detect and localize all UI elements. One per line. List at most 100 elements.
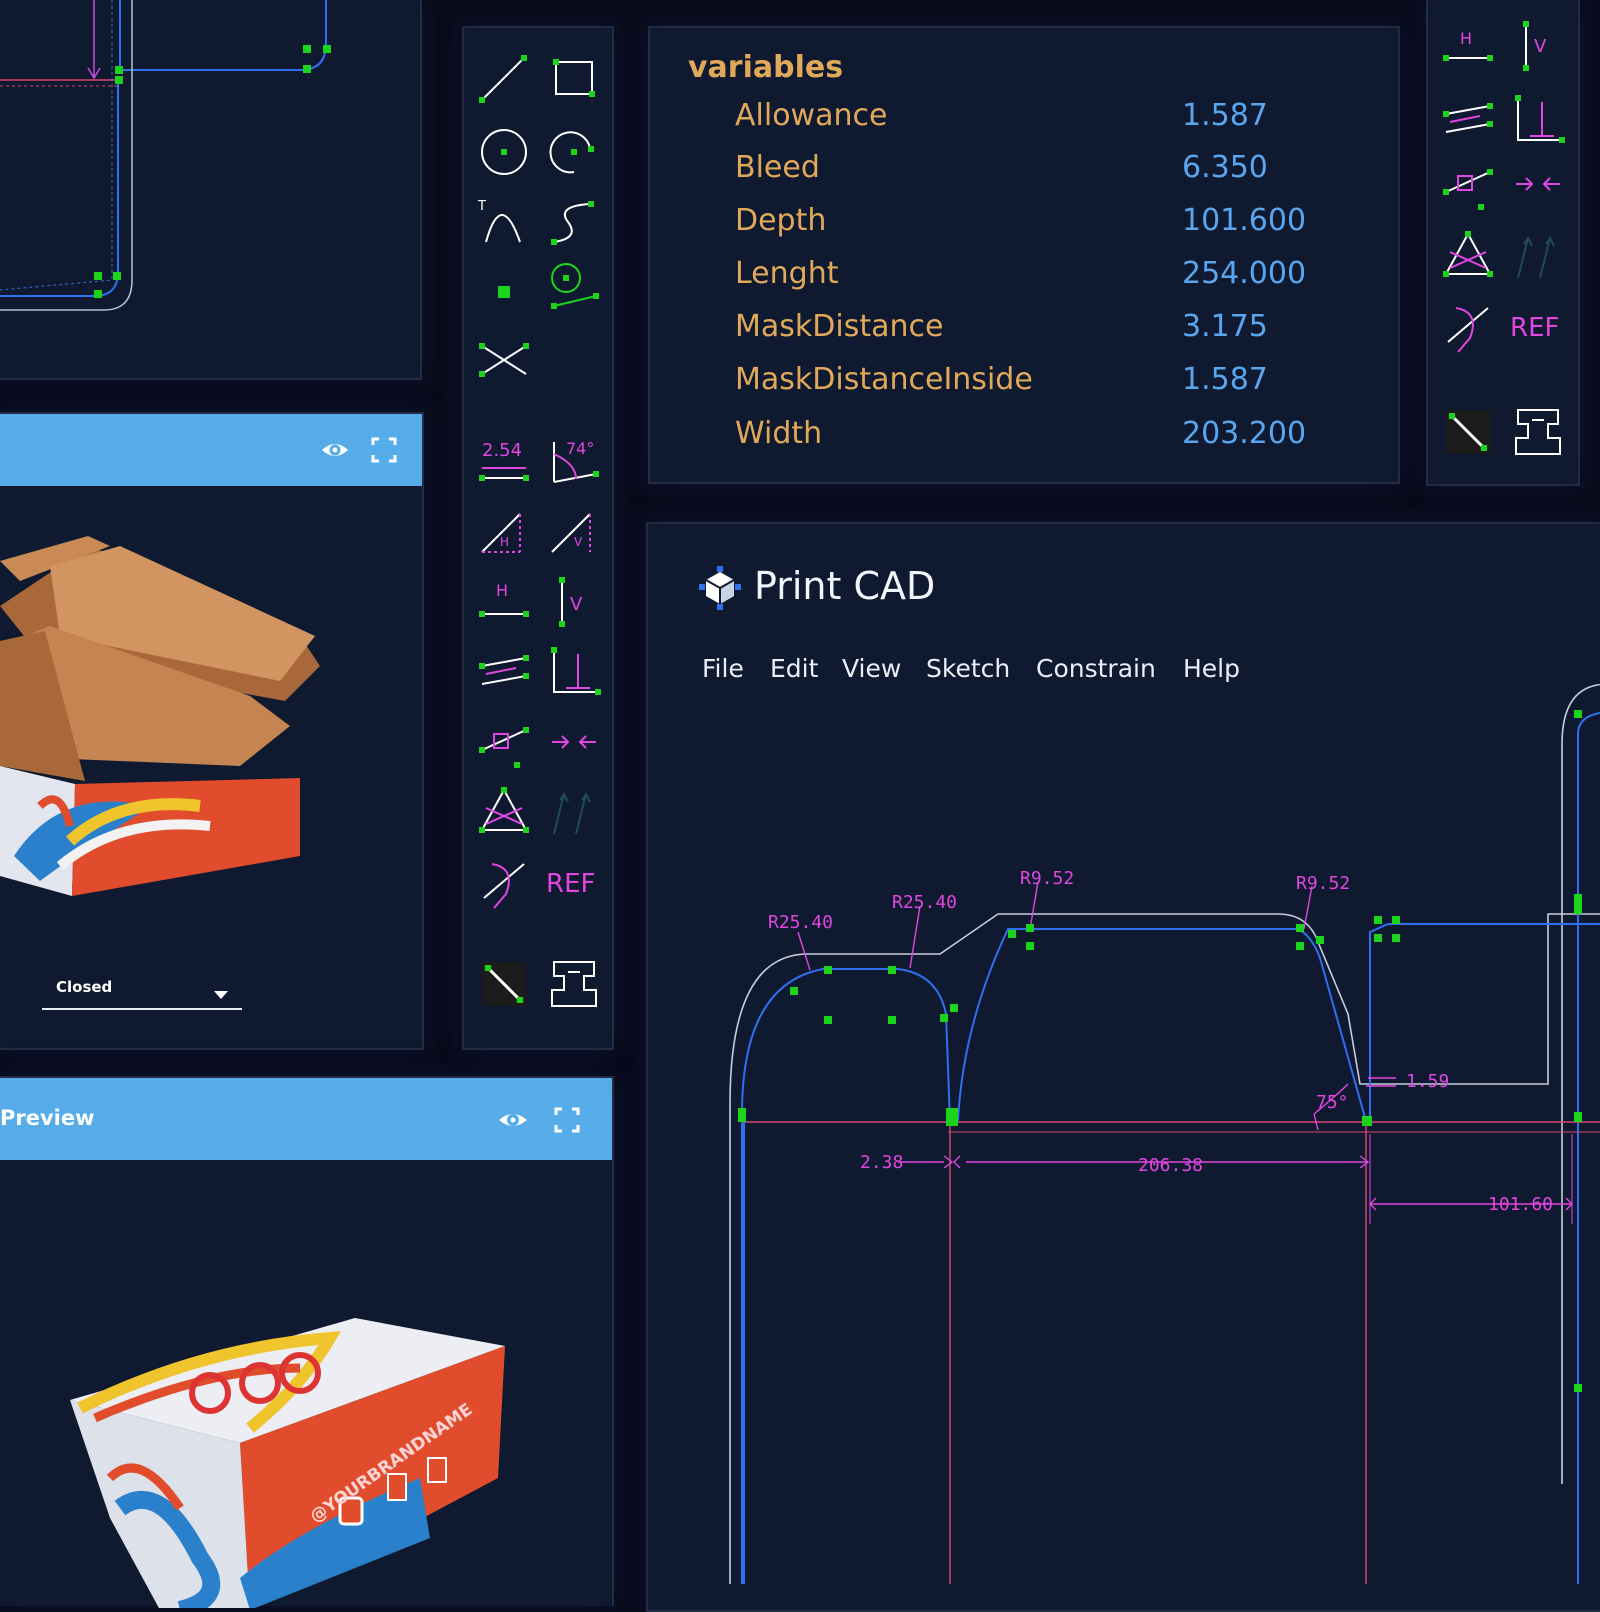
tangent-tool-icon[interactable]: [546, 260, 602, 316]
equal-constraint-icon[interactable]: [546, 784, 602, 840]
variable-value[interactable]: 254.000: [1182, 256, 1307, 291]
length-constraint-label: 2.54: [482, 440, 522, 461]
trim-tool-icon[interactable]: [476, 332, 532, 388]
menu-view[interactable]: View: [842, 654, 902, 683]
perpendicular-constraint-icon[interactable]: [546, 644, 602, 700]
sketch-canvas[interactable]: R25.40 R25.40 R9.52 R9.52 2.38 206.38 10…: [648, 684, 1600, 1584]
rectangle-tool-icon[interactable]: [546, 52, 602, 108]
construction-toggle-icon[interactable]: [1440, 404, 1496, 460]
length-constraint-icon[interactable]: 2.54: [476, 434, 532, 490]
variable-value[interactable]: 1.587: [1182, 362, 1268, 397]
conic-tool-label: T: [477, 199, 486, 214]
dimension-label: 1.59: [1406, 1071, 1449, 1092]
print-cad-window: Print CAD File Edit View Sketch Constrai…: [646, 522, 1600, 1612]
coincident-constraint-icon[interactable]: [1510, 156, 1566, 212]
vertical-constraint-icon[interactable]: V: [1510, 18, 1566, 74]
point-tool-icon[interactable]: [476, 264, 532, 320]
block-constraint-icon[interactable]: [476, 854, 532, 910]
dimension-label: 2.38: [860, 1152, 903, 1173]
horizontal-constraint-icon[interactable]: H: [476, 574, 532, 630]
dimension-label: R25.40: [892, 892, 957, 913]
variable-name: Lenght: [735, 256, 839, 291]
horizontal-distance-label: H: [500, 535, 509, 549]
conic-tool-icon[interactable]: T: [476, 194, 532, 250]
horizontal-constraint-label: H: [496, 581, 508, 600]
line-tool-icon[interactable]: [476, 52, 532, 108]
sketch-toolbar: T 2.54 74° H V H V: [462, 26, 614, 1050]
variable-name: MaskDistanceInside: [735, 362, 1033, 397]
fullscreen-icon[interactable]: [553, 1106, 581, 1134]
coincident-constraint-icon[interactable]: [546, 714, 602, 770]
fillet-tool-icon[interactable]: [1510, 404, 1566, 460]
equal-constraint-icon[interactable]: [1510, 228, 1566, 284]
dimension-label: 75°: [1316, 1092, 1349, 1113]
variable-value[interactable]: 1.587: [1182, 98, 1268, 133]
preview-title: Preview: [0, 1106, 95, 1130]
construction-toggle-icon[interactable]: [476, 956, 532, 1012]
symmetric-constraint-icon[interactable]: [1440, 228, 1496, 284]
perpendicular-constraint-icon[interactable]: [1510, 92, 1566, 148]
angle-constraint-label: 74°: [566, 439, 594, 458]
menu-constrain[interactable]: Constrain: [1036, 654, 1156, 683]
variable-value[interactable]: 3.175: [1182, 309, 1268, 344]
vertical-constraint-label: V: [570, 594, 583, 615]
variable-name: Bleed: [735, 150, 820, 185]
spline-tool-icon[interactable]: [546, 194, 602, 250]
reference-toggle[interactable]: REF: [1510, 298, 1566, 354]
preview-panel-top: Closed: [0, 412, 424, 1050]
midpoint-constraint-icon[interactable]: [476, 714, 532, 770]
parallel-constraint-icon[interactable]: [476, 644, 532, 700]
symmetric-constraint-icon[interactable]: [476, 784, 532, 840]
horizontal-constraint-icon[interactable]: H: [1440, 22, 1496, 78]
variables-panel: variables Allowance 1.587 Bleed 6.350 De…: [648, 26, 1400, 484]
constraint-toolbar-right: H V REF: [1426, 0, 1580, 486]
eye-icon[interactable]: [497, 1106, 529, 1134]
horizontal-constraint-label: H: [1460, 29, 1472, 48]
vertical-constraint-icon[interactable]: V: [546, 574, 602, 630]
variable-name: Allowance: [735, 98, 888, 133]
sketch-top-left-canvas: [0, 0, 331, 311]
dimension-label: R9.52: [1020, 868, 1074, 889]
dimension-label: 101.60: [1488, 1194, 1553, 1215]
angle-constraint-icon[interactable]: 74°: [546, 434, 602, 490]
variable-value[interactable]: 6.350: [1182, 150, 1268, 185]
reference-label: REF: [1510, 313, 1559, 343]
reference-label: REF: [546, 869, 595, 899]
menu-sketch[interactable]: Sketch: [926, 654, 1011, 683]
app-title: Print CAD: [754, 564, 936, 608]
fillet-tool-icon[interactable]: [546, 956, 602, 1012]
variable-name: Depth: [735, 203, 827, 238]
dimension-label: R25.40: [768, 912, 833, 933]
fullscreen-icon[interactable]: [370, 436, 398, 464]
dimension-label: R9.52: [1296, 873, 1350, 894]
menu-help[interactable]: Help: [1183, 654, 1240, 683]
sketch-view-top-left[interactable]: [0, 0, 422, 380]
preview-panel-bottom: Preview @YOURBRANDNAME: [0, 1076, 614, 1608]
midpoint-constraint-icon[interactable]: [1440, 156, 1496, 212]
parallel-constraint-icon[interactable]: [1440, 92, 1496, 148]
preview-top-header: [0, 414, 422, 486]
menu-file[interactable]: File: [702, 654, 744, 683]
arc-tool-icon[interactable]: [546, 124, 602, 180]
print-cad-logo-icon: [698, 566, 742, 610]
variable-name: Width: [735, 416, 823, 451]
vertical-distance-label: V: [574, 535, 583, 549]
variables-title: variables: [688, 50, 844, 85]
variable-value[interactable]: 203.200: [1182, 416, 1307, 451]
box-state-value: Closed: [56, 978, 113, 996]
preview-bottom-header: Preview: [0, 1078, 612, 1160]
variable-name: MaskDistance: [735, 309, 944, 344]
reference-toggle[interactable]: REF: [546, 854, 602, 910]
box-open-3d-image: [0, 536, 320, 896]
dimension-label: 206.38: [1138, 1155, 1203, 1176]
vertical-distance-icon[interactable]: V: [546, 504, 602, 560]
vertical-constraint-label: V: [1534, 36, 1547, 57]
horizontal-distance-icon[interactable]: H: [476, 504, 532, 560]
variable-value[interactable]: 101.600: [1182, 203, 1307, 238]
menu-edit[interactable]: Edit: [770, 654, 819, 683]
chevron-down-icon: [214, 984, 228, 1003]
box-state-select[interactable]: Closed: [42, 974, 242, 1010]
block-constraint-icon[interactable]: [1440, 298, 1496, 354]
circle-tool-icon[interactable]: [476, 124, 532, 180]
eye-icon[interactable]: [320, 436, 350, 464]
